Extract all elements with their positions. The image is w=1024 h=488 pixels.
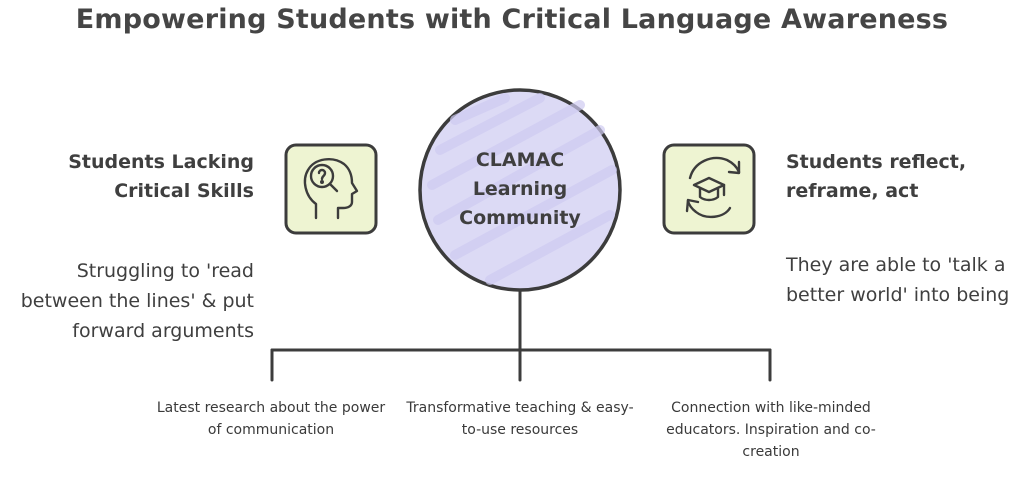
branch-label-connection: Connection with like-minded educators. I… [666, 400, 876, 460]
branch-label-research: Latest research about the power of commu… [156, 400, 386, 438]
right-heading: Students reflect, reframe, act [786, 151, 967, 202]
branch-label-teaching: Transformative teaching & easy-to-use re… [406, 400, 634, 438]
left-heading: Students Lacking Critical Skills [68, 151, 254, 202]
center-circle [418, 88, 622, 292]
center-label-line2: Learning [472, 178, 568, 200]
center-label-line3: Community [459, 207, 581, 229]
right-description: They are able to 'talk a better world' i… [786, 254, 1010, 306]
head-question-icon [303, 158, 359, 220]
left-icon-box [284, 143, 378, 235]
center-label-line1: CLAMAC [475, 149, 565, 171]
center-label: CLAMAC Learning Community [432, 146, 608, 233]
diagram-title: Empowering Students with Critical Langua… [75, 4, 949, 35]
connector-lines [270, 286, 772, 382]
left-description: Struggling to 'read between the lines' &… [20, 260, 254, 342]
graduation-cap-cycle-icon [685, 156, 741, 219]
